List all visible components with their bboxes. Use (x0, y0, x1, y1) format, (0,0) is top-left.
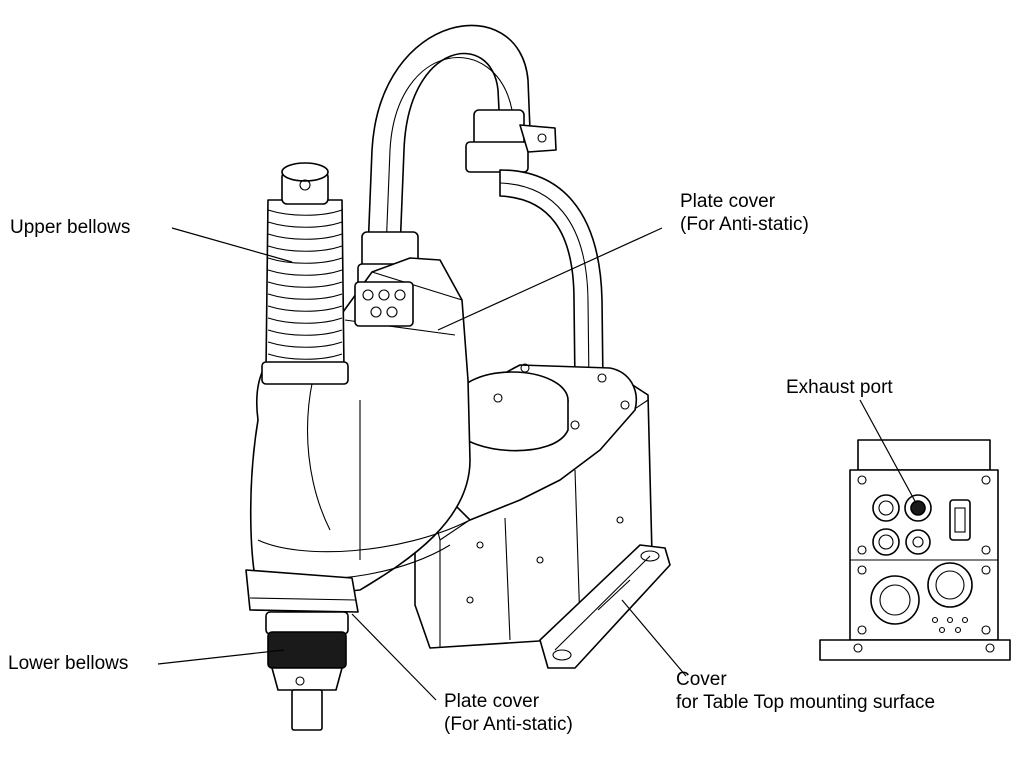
label-plate-cover-top-line1: Plate cover (680, 191, 776, 212)
label-plate-cover-bottom-line2: (For Anti-static) (444, 714, 573, 735)
label-cover-line1: Cover (676, 669, 727, 690)
leader-upper-bellows (171, 227, 293, 263)
leader-cover (621, 599, 687, 677)
label-cover-line2: for Table Top mounting surface (676, 692, 936, 713)
leader-plate-cover-bottom (351, 613, 437, 701)
label-lower-bellows: Lower bellows (8, 653, 129, 674)
leader-exhaust-port (859, 399, 917, 504)
label-plate-cover-top: Plate cover (For Anti-static) (680, 190, 809, 236)
leader-plate-cover-top (437, 227, 663, 331)
label-plate-cover-bottom-line1: Plate cover (444, 691, 540, 712)
arm-1 (419, 363, 637, 521)
label-upper-bellows: Upper bellows (10, 217, 131, 238)
lower-bellows-shape (265, 611, 349, 731)
upper-bellows-shape (261, 162, 349, 385)
label-plate-cover-bottom: Plate cover (For Anti-static) (444, 690, 573, 736)
label-exhaust-port: Exhaust port (786, 377, 893, 398)
label-plate-cover-top-line2: (For Anti-static) (680, 214, 809, 235)
rear-panel-view (819, 439, 1011, 661)
label-cover: Cover for Table Top mounting surface (676, 668, 935, 714)
leader-lower-bellows (157, 649, 285, 665)
